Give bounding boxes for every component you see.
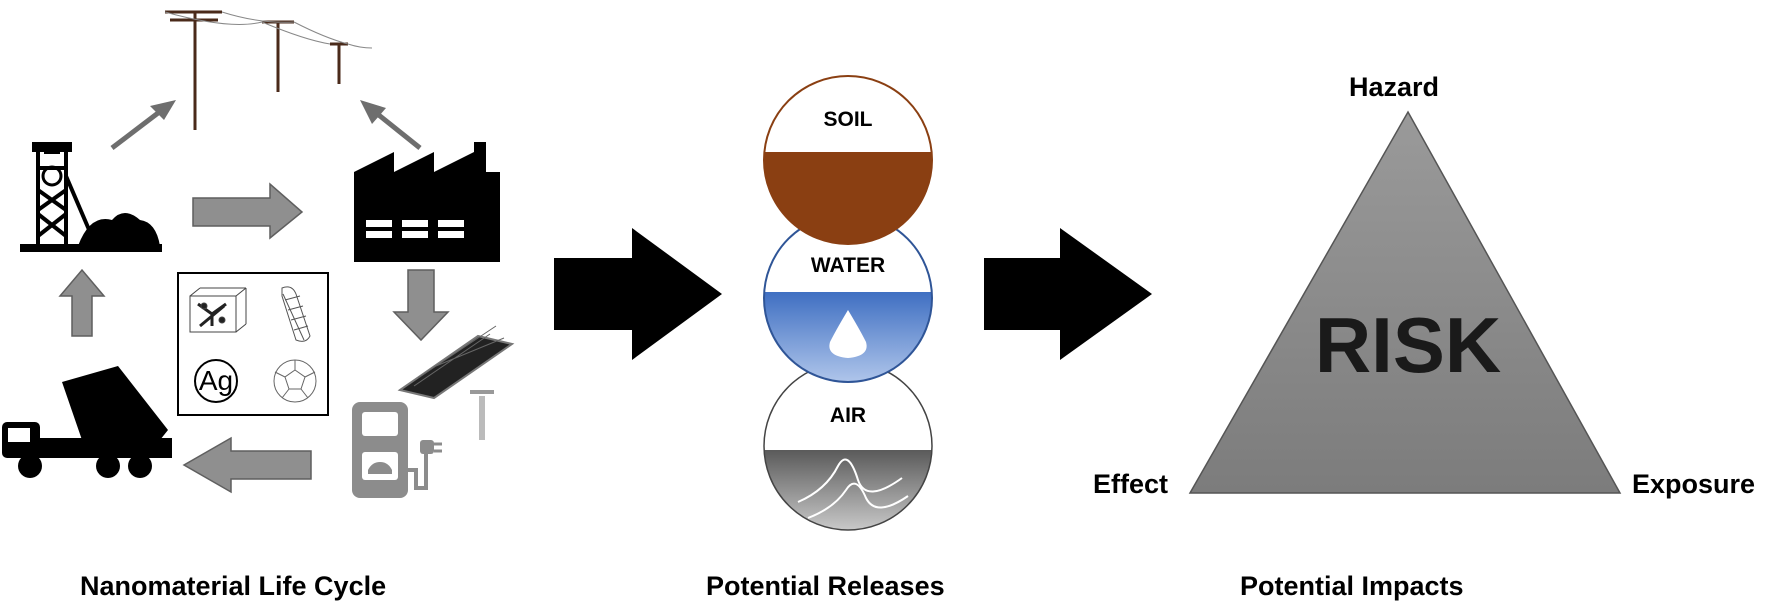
exposure-label: Exposure	[1632, 469, 1756, 499]
effect-label: Effect	[1093, 469, 1169, 499]
factory-icon	[354, 142, 500, 262]
arrow-releases-to-impacts	[984, 228, 1152, 360]
soil-label: SOIL	[823, 108, 873, 131]
fullerene-icon	[273, 359, 317, 403]
silver-label: Ag	[198, 365, 234, 396]
caption-impacts: Potential Impacts	[1240, 571, 1464, 601]
arrow-to-power-left	[110, 100, 176, 150]
arrow-mine-to-factory	[192, 182, 304, 240]
water-label: WATER	[810, 254, 886, 277]
solar-panel-icon	[397, 325, 515, 440]
arrow-products-to-disposal	[182, 436, 312, 494]
mine-icon	[20, 142, 162, 252]
risk-triangle	[1188, 110, 1622, 494]
dump-truck-icon	[2, 366, 172, 478]
soil-compartment	[763, 75, 933, 245]
arrow-lifecycle-to-releases	[554, 228, 722, 360]
silver-nanoparticle-icon	[194, 359, 238, 403]
hazard-label: Hazard	[1349, 72, 1440, 102]
crystal-structure-icon	[189, 287, 247, 333]
risk-label: RISK	[1314, 301, 1502, 389]
caption-life-cycle: Nanomaterial Life Cycle	[80, 571, 387, 601]
arrow-to-power-right	[360, 100, 422, 150]
caption-releases: Potential Releases	[706, 571, 945, 601]
arrow-disposal-to-mine	[58, 268, 106, 337]
power-line-icon	[164, 10, 373, 130]
air-label: AIR	[829, 404, 867, 427]
air-compartment	[763, 361, 933, 531]
water-drop-icon	[829, 310, 867, 358]
ev-charger-icon	[352, 402, 442, 498]
arrow-factory-to-products	[392, 269, 450, 342]
nanotube-icon	[281, 286, 311, 342]
